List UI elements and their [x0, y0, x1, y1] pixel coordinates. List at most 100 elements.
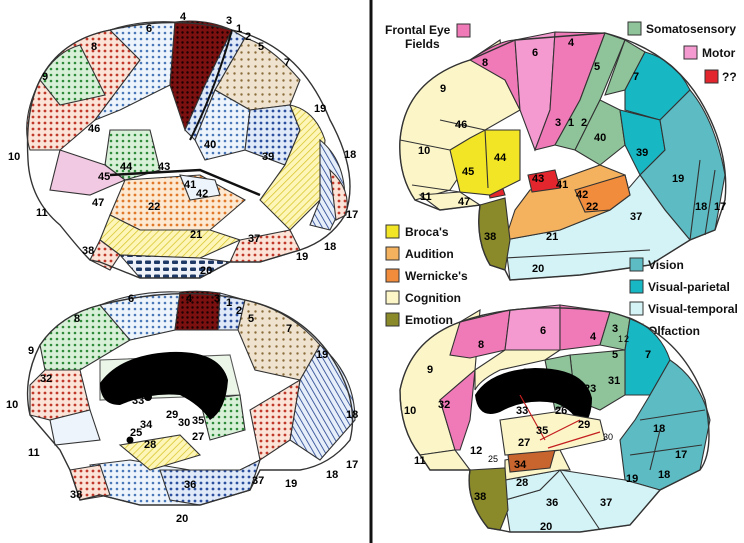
legend-emotion-label: Emotion: [405, 313, 453, 327]
rl-num-1: 1: [568, 117, 574, 129]
legend-motor-label: Motor: [702, 46, 736, 60]
rl-num-3: 3: [555, 117, 561, 129]
med-num-36: 36: [184, 479, 196, 491]
med-num-11: 11: [28, 447, 40, 459]
rl-num-5: 5: [594, 61, 600, 73]
legend-wernickes-swatch: [386, 269, 399, 282]
med-num-32: 32: [40, 373, 52, 385]
rm-num-29: 29: [578, 419, 590, 431]
med-num-24: 24: [140, 359, 153, 371]
lat-num-40: 40: [204, 139, 216, 151]
rl-num-21: 21: [546, 231, 558, 243]
rm-num-17: 17: [675, 449, 687, 461]
right-lateral-brain: 4 6 8 5 7 9 10 11 46 45 44 43 3 1 2 40 3…: [400, 32, 726, 280]
med-num-18b: 18: [326, 469, 338, 481]
med-num-20: 20: [176, 513, 188, 525]
lat-num-47: 47: [92, 197, 104, 209]
med-num-18: 18: [346, 409, 358, 421]
legend-frontal-eye-swatch: [457, 24, 470, 37]
legend-motor-swatch: [684, 46, 697, 59]
lat-num-20: 20: [200, 265, 212, 277]
lat-num-38: 38: [82, 245, 94, 257]
lat-num-1: 1: [236, 23, 242, 35]
rl-num-8: 8: [482, 57, 488, 69]
rm-num-4: 4: [590, 331, 597, 343]
lat-num-4: 4: [180, 11, 187, 23]
rl-num-41: 41: [556, 179, 568, 191]
rm-num-27: 27: [518, 437, 530, 449]
rm-num-5: 5: [612, 349, 618, 361]
legend-cognition-label: Cognition: [405, 291, 461, 305]
lat-num-10: 10: [8, 151, 20, 163]
lat-num-21: 21: [190, 229, 202, 241]
med-num-19: 19: [316, 349, 328, 361]
med-num-10: 10: [6, 399, 18, 411]
lat-num-19b: 19: [296, 251, 308, 263]
med-num-38: 38: [70, 489, 82, 501]
rm-num-9: 9: [427, 364, 433, 376]
legend-somatosensory-swatch: [628, 22, 641, 35]
lat-num-8: 8: [91, 41, 97, 53]
med-num-7: 7: [286, 323, 292, 335]
rm-num-28: 28: [516, 477, 528, 489]
med-num-33: 33: [132, 395, 144, 407]
rm-num-30: 30: [603, 432, 613, 442]
rl-num-44: 44: [494, 152, 507, 164]
lat-num-41: 41: [184, 179, 196, 191]
rl-num-19: 19: [672, 173, 684, 185]
rm-num-19: 19: [626, 473, 638, 485]
lat-num-39: 39: [262, 151, 274, 163]
rm-num-33: 33: [516, 405, 528, 417]
rm-num-20: 20: [540, 521, 552, 533]
lat-num-18b: 18: [324, 241, 336, 253]
lat-num-43: 43: [158, 161, 170, 173]
legend-vision-swatch: [630, 258, 643, 271]
lat-num-2: 2: [245, 31, 251, 43]
legend-brocas-swatch: [386, 225, 399, 238]
rl-num-17: 17: [714, 201, 726, 213]
med-num-6: 4: [186, 293, 193, 305]
med-num-26: 26: [208, 403, 220, 415]
rm-num-35: 35: [536, 425, 548, 437]
rl-num-22: 22: [586, 201, 598, 213]
rm-num-18b: 18: [658, 469, 670, 481]
rl-num-45: 45: [462, 166, 474, 178]
left-lateral-brain: 4 3 1 2 5 6 7 8 9 10 11 19 18 17 18 19 2…: [8, 11, 358, 278]
rl-num-40: 40: [594, 132, 606, 144]
rl-num-43: 43: [532, 173, 544, 185]
legend-audition-swatch: [386, 247, 399, 260]
med-num-29: 29: [166, 409, 178, 421]
med-num-35: 35: [192, 415, 204, 427]
med-num-8: 8: [74, 313, 80, 325]
med-num-27: 27: [192, 431, 204, 443]
med-num-5: 5: [248, 313, 254, 325]
rl-num-47: 47: [458, 196, 470, 208]
med-num-19b: 19: [285, 478, 297, 490]
legend-somatosensory-label: Somatosensory: [646, 22, 736, 36]
lat-num-3: 3: [226, 15, 232, 27]
legend-cognition-swatch: [386, 291, 399, 304]
med-num-9: 9: [28, 345, 34, 357]
lat-num-7: 7: [284, 57, 290, 69]
rm-num-10: 10: [404, 405, 416, 417]
rl-num-37: 37: [630, 211, 642, 223]
rl-num-39: 39: [636, 147, 648, 159]
rm-num-26: 26: [555, 405, 567, 417]
legend-audition-label: Audition: [405, 247, 454, 261]
right-medial-brain: 6 4 3 1 2 5 7 8 9 10 11 12 24 31 23 32 3…: [400, 305, 710, 533]
lat-num-42: 42: [196, 188, 208, 200]
lat-num-18: 18: [344, 149, 356, 161]
rl-num-4: 4: [568, 37, 575, 49]
rm-num-38: 38: [474, 491, 486, 503]
rl-num-46: 46: [455, 119, 467, 131]
rm-num-25: 25: [488, 454, 498, 464]
rl-num-11: 11: [420, 191, 432, 203]
rl-num-2: 2: [581, 117, 587, 129]
med-num-37: 37: [252, 475, 264, 487]
med-num-6b: 6: [128, 293, 134, 305]
legend-unknown-swatch: [705, 70, 718, 83]
med-num-1: 1: [226, 297, 232, 309]
med-num-3: 3: [214, 293, 220, 305]
med-num-30: 30: [178, 417, 190, 429]
